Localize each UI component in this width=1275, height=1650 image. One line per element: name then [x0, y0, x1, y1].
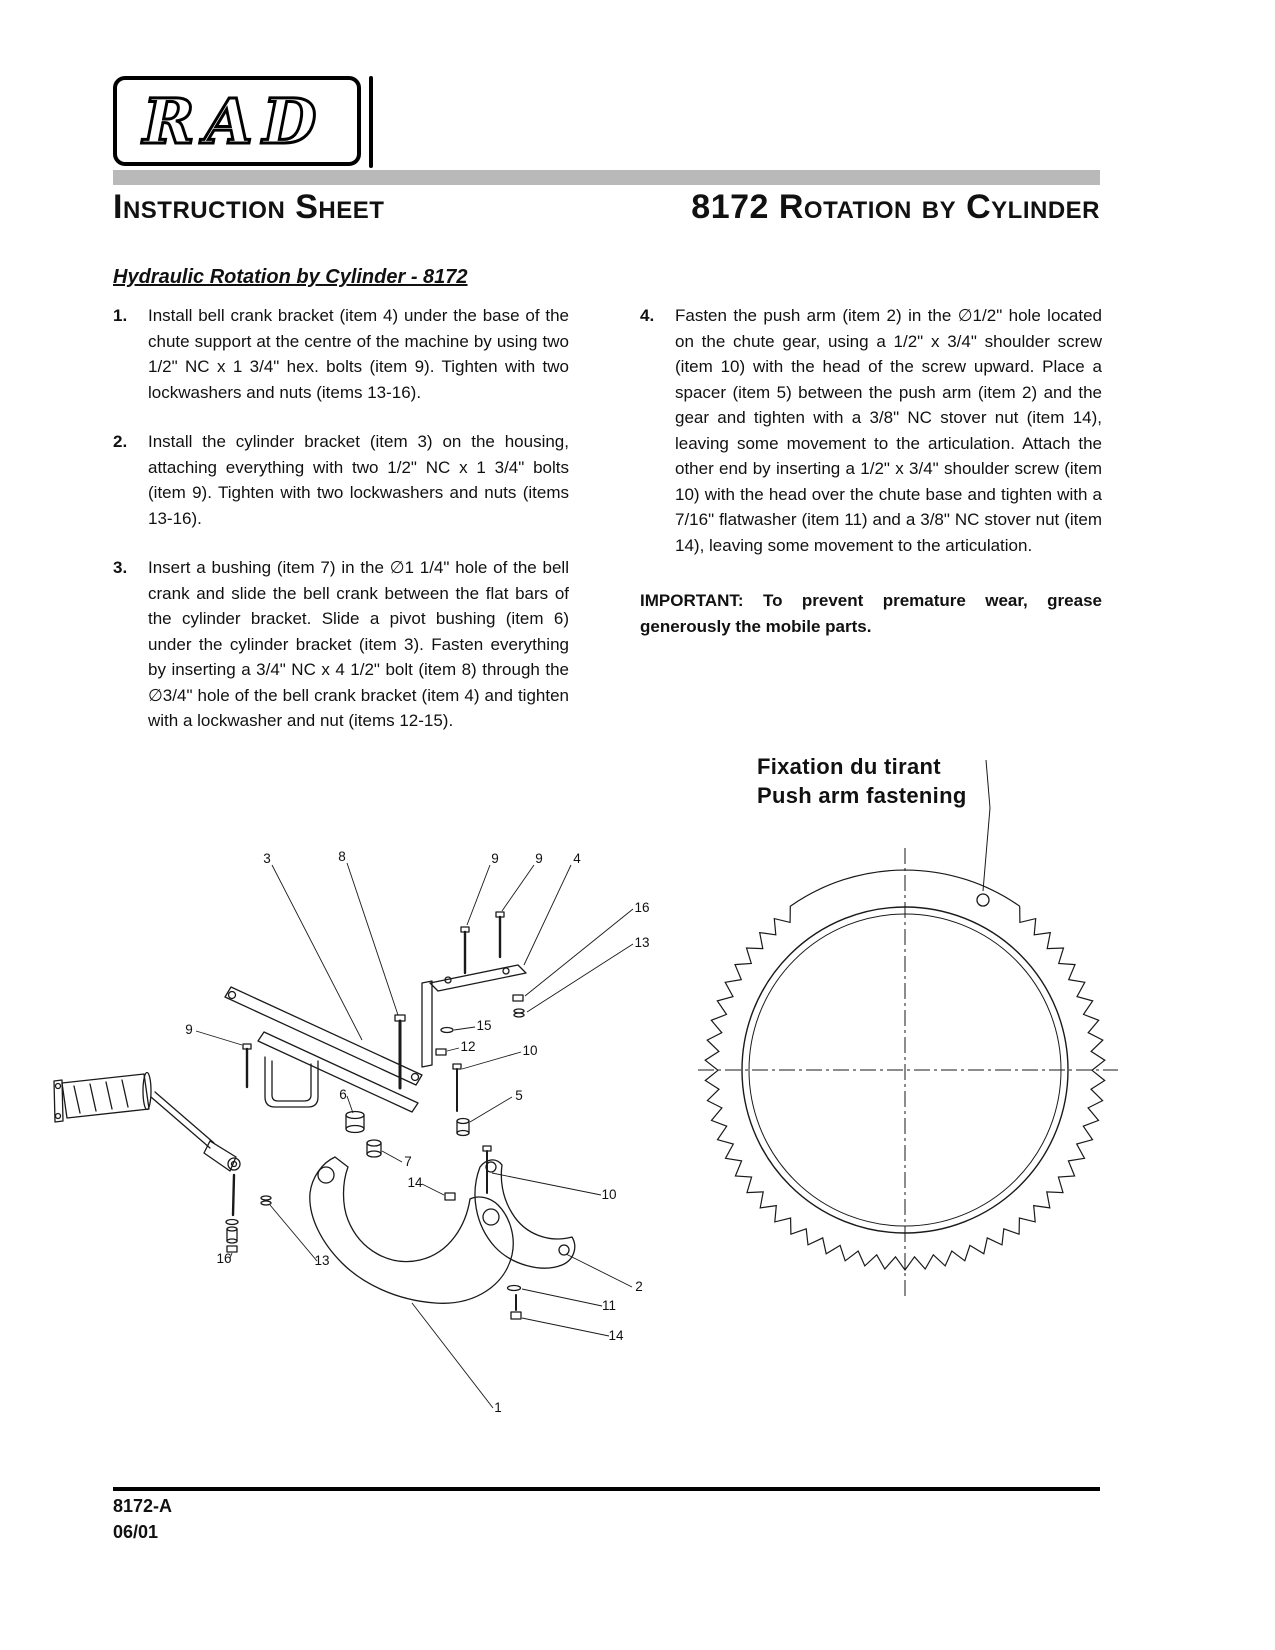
gear-diagram — [690, 748, 1130, 1308]
callout-label: 11 — [602, 1298, 616, 1313]
callout-label: 4 — [573, 851, 581, 866]
callout-label: 16 — [216, 1251, 231, 1266]
step-number: 4. — [640, 306, 655, 325]
callout-label: 13 — [314, 1253, 329, 1268]
step-text: Insert a bushing (item 7) in the ∅1 1/4"… — [148, 558, 569, 730]
step-2: 2. Install the cylinder bracket (item 3)… — [113, 429, 569, 531]
step-3: 3. Insert a bushing (item 7) in the ∅1 1… — [113, 555, 569, 734]
callout-label: 1 — [494, 1400, 502, 1415]
callout-label: 14 — [407, 1175, 423, 1190]
footer-date: 06/01 — [113, 1522, 159, 1542]
gear-annotation-line1: Fixation du tirant — [757, 754, 941, 779]
callout-label: 16 — [634, 900, 649, 915]
gear-annotation-line2: Push arm fastening — [757, 783, 967, 808]
callout-label: 15 — [476, 1018, 491, 1033]
step-1: 1. Install bell crank bracket (item 4) u… — [113, 303, 569, 405]
right-column: 4. Fasten the push arm (item 2) in the ∅… — [640, 303, 1102, 639]
header-divider-bar — [113, 170, 1100, 185]
gear-annotation-label: Fixation du tirant Push arm fastening — [757, 752, 967, 810]
callout-label: 9 — [185, 1022, 193, 1037]
callout-label: 6 — [339, 1087, 347, 1102]
rad-logo: RAD — [113, 76, 361, 166]
callout-label: 8 — [338, 849, 346, 864]
callout-label: 7 — [404, 1154, 412, 1169]
page-title-right: 8172 Rotation by Cylinder — [691, 188, 1100, 226]
callout-label: 12 — [460, 1039, 475, 1054]
callout-label: 9 — [491, 851, 499, 866]
callout-label: 5 — [515, 1088, 523, 1103]
callout-label: 10 — [601, 1187, 616, 1202]
callout-label: 9 — [535, 851, 543, 866]
step-number: 3. — [113, 558, 128, 577]
footer-rule — [113, 1487, 1100, 1491]
callout-label: 2 — [635, 1279, 643, 1294]
important-note: IMPORTANT: To prevent premature wear, gr… — [640, 591, 1102, 636]
callout-label: 3 — [263, 851, 271, 866]
section-title: Hydraulic Rotation by Cylinder - 8172 — [113, 266, 468, 288]
step-text: Install bell crank bracket (item 4) unde… — [148, 306, 569, 402]
step-text: Fasten the push arm (item 2) in the ∅1/2… — [675, 306, 1102, 555]
callout-label: 10 — [522, 1043, 537, 1058]
exploded-parts-diagram: 3 8 9 9 4 16 13 9 15 12 10 6 5 7 14 10 1… — [50, 845, 680, 1445]
footer-doc-number: 8172-A — [113, 1496, 173, 1516]
callout-label: 14 — [608, 1328, 624, 1343]
step-4: 4. Fasten the push arm (item 2) in the ∅… — [640, 303, 1102, 558]
page-title-left: Instruction Sheet — [113, 188, 385, 226]
header: Instruction Sheet 8172 Rotation by Cylin… — [113, 188, 1100, 227]
step-text: Install the cylinder bracket (item 3) on… — [148, 432, 569, 528]
step-number: 1. — [113, 306, 128, 325]
logo-accent-line — [369, 76, 373, 168]
callout-label: 13 — [634, 935, 649, 950]
rad-logo-text: RAD — [141, 83, 327, 159]
step-number: 2. — [113, 432, 128, 451]
left-column: 1. Install bell crank bracket (item 4) u… — [113, 303, 569, 758]
